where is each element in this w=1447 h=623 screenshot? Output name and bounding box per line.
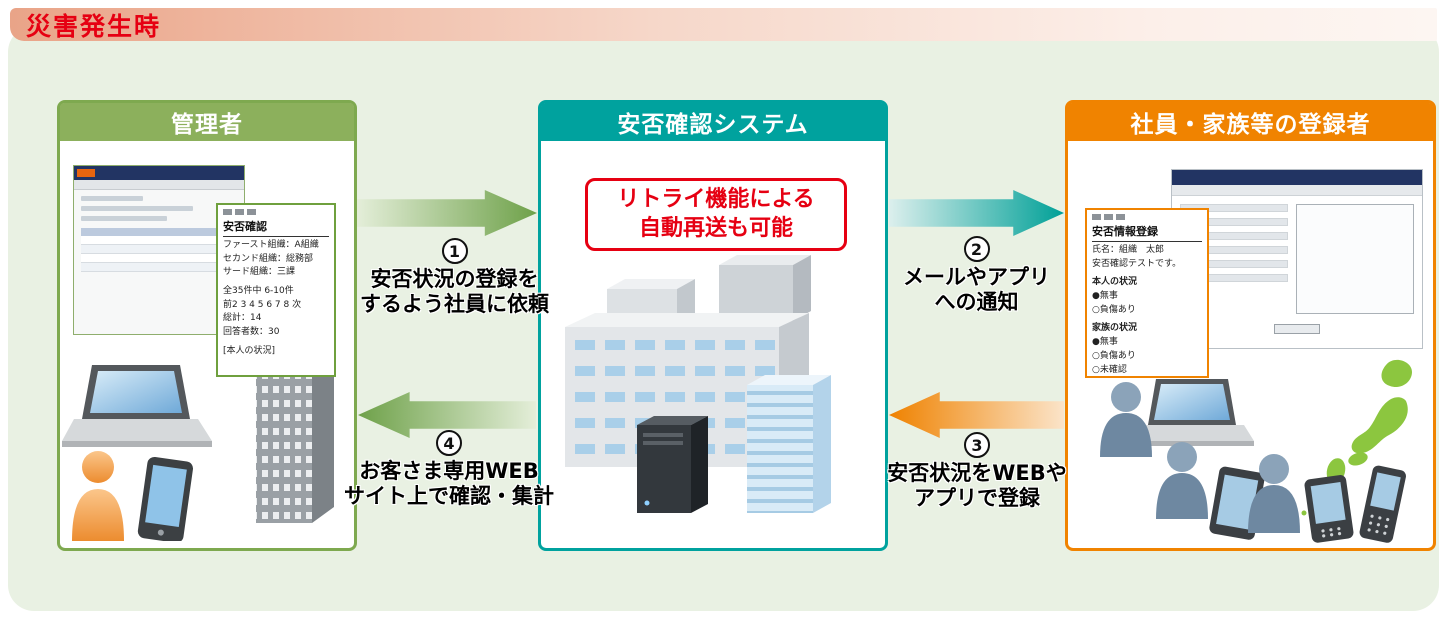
retry-callout: リトライ機能による 自動再送も可能 [585, 178, 847, 252]
admin-box-title: 管理者 [60, 103, 354, 141]
phone-line: ●無事 [1092, 291, 1118, 302]
step-number-1: 1 [441, 238, 468, 264]
flow-step-2: 2 メールやアプリ への通知 [884, 236, 1069, 315]
divider [1092, 241, 1202, 242]
registrant-phone-screenshot: 安否情報登録 氏名：組織 太郎 安否確認テストです。 本人の状況 ●無事 ○負傷… [1085, 208, 1209, 378]
phone-line: 安否確認テストです。 [1092, 258, 1182, 269]
screenshot-menubar [74, 180, 244, 190]
flow-step-4-line1: お客さま専用WEB [359, 459, 539, 483]
phone-line: 本人の状況 [1092, 277, 1138, 288]
tablet-icon [1304, 475, 1354, 543]
screenshot-menubar [1172, 185, 1422, 196]
screenshot-navbar [74, 166, 244, 180]
phone-line: ○負傷あり [1092, 350, 1136, 361]
registrant-web-screenshot [1171, 169, 1423, 349]
office-building-icon [256, 363, 334, 523]
feature-phone-icon [1359, 465, 1406, 543]
server-rack-light-icon [747, 375, 831, 513]
phone-line: 回答者数：30 [223, 327, 280, 338]
flow-step-3: 3 安否状況をWEBや アプリで登録 [872, 432, 1082, 511]
person-icon [1248, 454, 1300, 533]
step-number-4: 4 [436, 430, 462, 456]
flow-step-2-line2: への通知 [934, 290, 1019, 315]
step-number-3: 3 [964, 432, 990, 458]
person-icon [72, 451, 124, 541]
registrant-devices-illustration [1100, 359, 1412, 543]
screenshot-navbar [1172, 170, 1422, 185]
flow-step-2-line1: メールやアプリ [903, 265, 1050, 289]
screenshot-textarea [1295, 204, 1414, 314]
flow-step-3-line1: 安否状況をWEBや [887, 461, 1067, 485]
admin-phone-title: 安否確認 [223, 220, 267, 233]
server-rack-dark-icon [637, 416, 708, 513]
retry-callout-line1: リトライ機能による [617, 187, 815, 212]
screenshot-content-lines [74, 190, 244, 278]
smartphone-icon [137, 456, 194, 541]
registrants-box: 社員・家族等の登録者 安否情報登録 氏名：組織 太郎 安否確認テストです。 本人… [1065, 100, 1436, 551]
flow-step-4: 4 お客さま専用WEB サイト上で確認・集計 [336, 430, 562, 509]
registrants-box-title: 社員・家族等の登録者 [1068, 103, 1433, 141]
phone-line: ○未確認 [1092, 364, 1127, 375]
phone-line: 家族の状況 [1092, 323, 1138, 334]
registrant-phone-title: 安否情報登録 [1092, 225, 1158, 238]
divider [223, 236, 329, 237]
phone-line: 総計：14 [223, 313, 262, 324]
building-icon [565, 255, 811, 467]
laptop-icon [1130, 379, 1254, 446]
phone-status-icons [1092, 214, 1202, 220]
system-box-title: 安否確認システム [541, 103, 885, 141]
phone-line: ●無事 [1092, 337, 1118, 348]
admin-phone-screenshot: 安否確認 ファースト組織：A組織 セカンド組織：総務部 サード組織：三課 全35… [216, 203, 336, 377]
phone-line: 前2 3 4 5 6 7 8 次 [223, 299, 302, 310]
laptop-icon [62, 365, 212, 447]
phone-line: セカンド組織：総務部 [223, 253, 314, 264]
flow-step-4-line2: サイト上で確認・集計 [344, 484, 554, 509]
flow-step-1: 1 安否状況の登録を するよう社員に依頼 [347, 238, 562, 317]
flow-step-1-line2: するよう社員に依頼 [360, 292, 549, 317]
retry-callout-line2: 自動再送も可能 [638, 215, 793, 241]
phone-line: 氏名：組織 太郎 [1092, 245, 1165, 255]
phone-status-icons [223, 209, 329, 215]
phone-line: ○負傷あり [1092, 304, 1136, 315]
system-box: 安否確認システム リトライ機能による 自動再送も可能 [538, 100, 888, 551]
banner-title: 災害発生時 [26, 11, 162, 41]
step-number-2: 2 [963, 236, 990, 262]
admin-devices-illustration [62, 363, 334, 541]
person-icon [1100, 382, 1152, 457]
phone-line: 全35件中 6-10件 [223, 286, 294, 297]
banner: 災害発生時 [10, 8, 1437, 41]
phone-line: [本人の状況] [223, 345, 276, 356]
phone-line: ファースト組織：A組織 [223, 240, 319, 250]
screenshot-button [1274, 324, 1320, 334]
admin-box: 管理者 安否確認 ファースト組織：A組織 セカンド組織：総務部 サード組織：三課… [57, 100, 357, 551]
phone-line: サード組織：三課 [223, 267, 296, 278]
screenshot-form [1172, 196, 1422, 322]
screenshot-logo [77, 169, 95, 177]
flow-step-1-line1: 安否状況の登録を [370, 267, 539, 291]
person-icon [1156, 442, 1208, 519]
datacenter-illustration [565, 255, 831, 513]
flow-step-3-line2: アプリで登録 [914, 486, 1040, 511]
